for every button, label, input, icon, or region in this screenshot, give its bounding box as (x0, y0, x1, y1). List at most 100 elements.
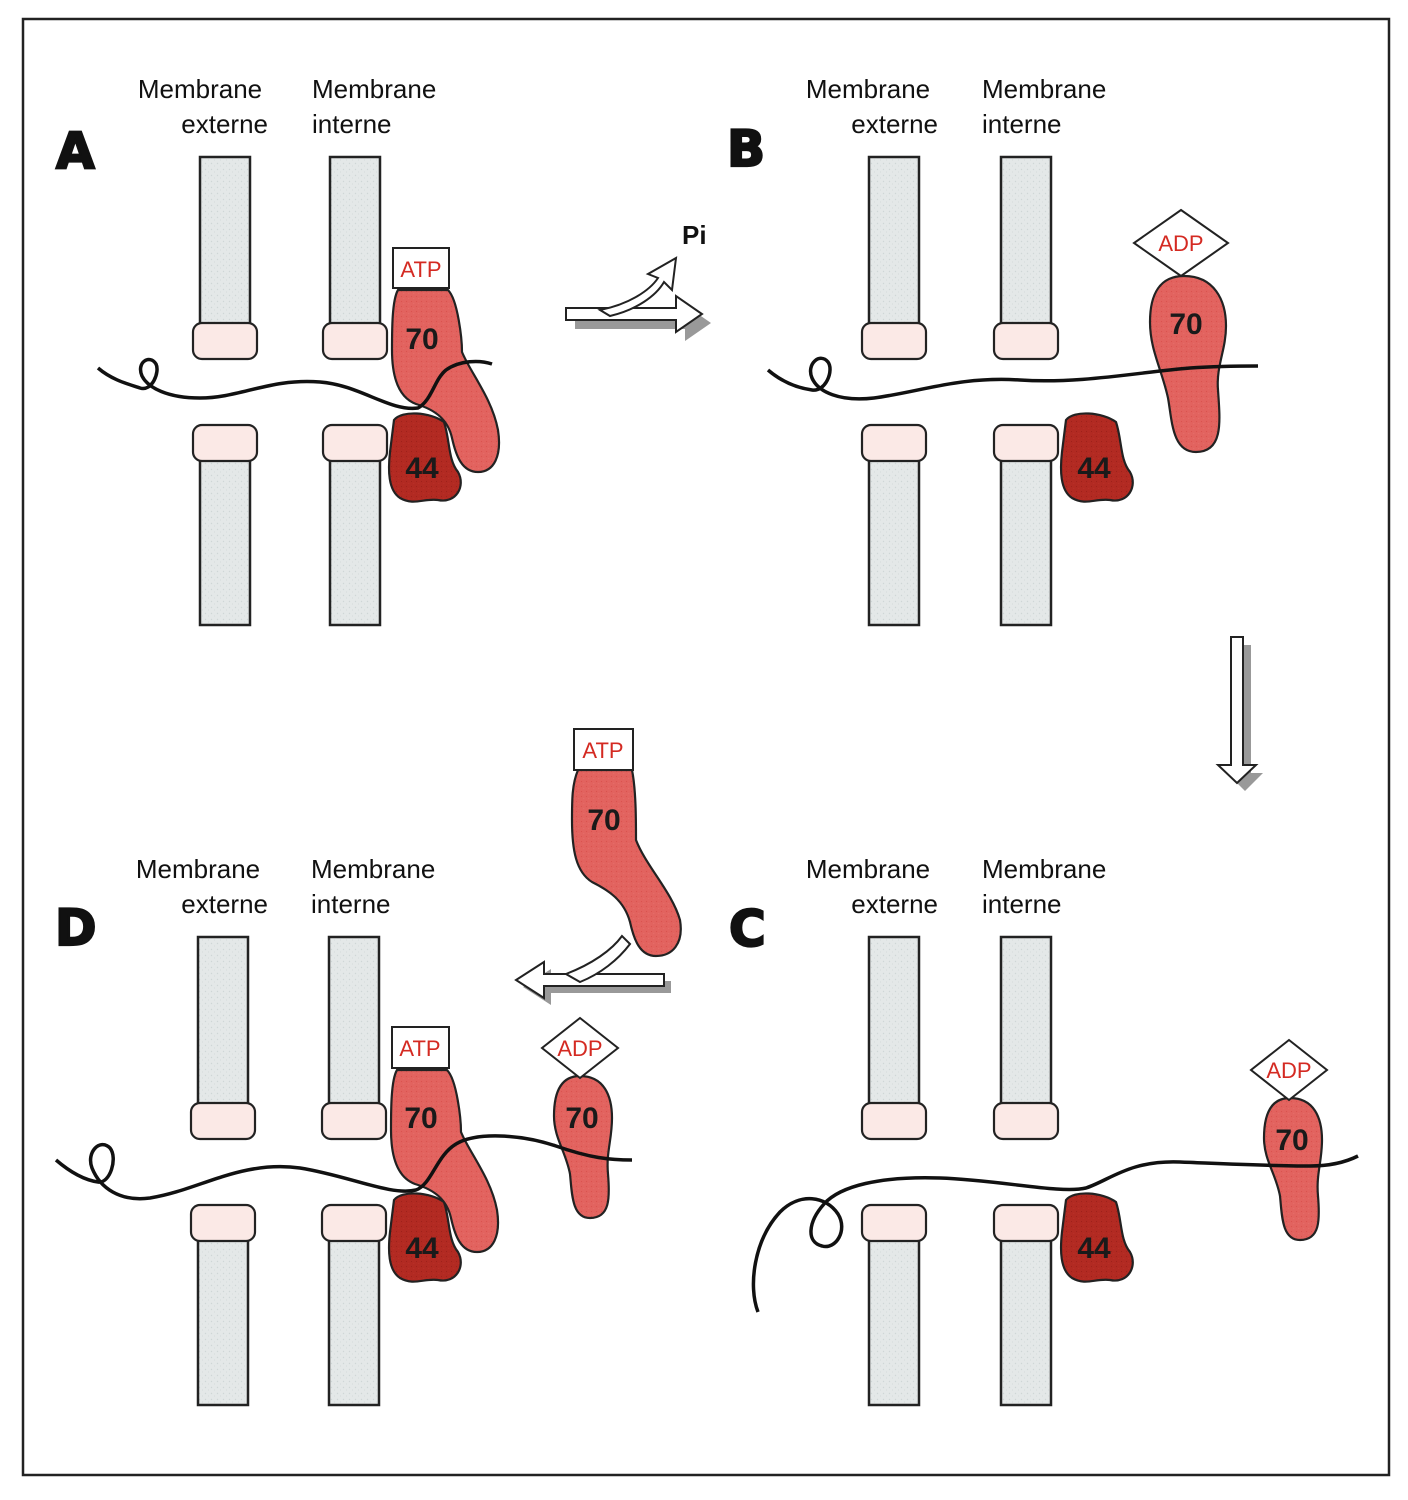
tim44-label-b: 44 (1077, 452, 1111, 485)
pore-cap-inner-bottom-c (992, 1203, 1060, 1243)
polypeptide-chain-d (54, 1134, 633, 1201)
arrow-a-to-b: Pi (565, 220, 711, 341)
outer-membrane-label-d: Membrane (136, 854, 260, 884)
atp-label-incoming: ATP (582, 738, 623, 763)
outer-membrane-lower-a (198, 453, 252, 627)
pore-cap-inner-top-b (992, 321, 1060, 361)
tim44-c (1059, 1192, 1134, 1283)
panel-letter-b: B (727, 120, 765, 178)
outer-membrane-upper-a (198, 155, 252, 329)
panel-letter-a: A (56, 122, 95, 180)
hsp70-label-c: 70 (1275, 1124, 1308, 1157)
tim44-a (387, 412, 462, 503)
inner-membrane-label-c: Membrane (982, 854, 1106, 884)
hsp70-bound-d (389, 1068, 500, 1254)
incoming-hsp70: 70 ATP (570, 728, 682, 958)
tim44-label-d: 44 (405, 1232, 439, 1265)
tim44-label-a: 44 (405, 452, 439, 485)
hsp70-released-label-d: 70 (565, 1102, 598, 1135)
arrow-ab-body (565, 294, 704, 334)
hsp70-c (1262, 1096, 1324, 1242)
outer-membrane-label-a-2: externe (181, 109, 268, 139)
figure-frame (21, 17, 1391, 1477)
panel-a: A Membrane externe Membrane interne 44 7… (55, 74, 501, 627)
pore-cap-inner-top-c (992, 1101, 1060, 1141)
pore-cap-outer-bottom-c (860, 1203, 928, 1243)
atp-box-a (392, 247, 450, 289)
outer-membrane-label-d-2: externe (181, 889, 268, 919)
inner-membrane-upper-b (999, 155, 1053, 329)
adp-diamond-d (540, 1016, 620, 1080)
outer-membrane-label-b: Membrane (806, 74, 930, 104)
pore-cap-outer-bottom-d (189, 1203, 257, 1243)
hsp70-label-a: 70 (405, 323, 438, 356)
tim44-label-c: 44 (1077, 1232, 1111, 1265)
pore-cap-outer-top-a (191, 321, 259, 361)
arrow-cd-branch (563, 934, 632, 984)
panel-d: D Membrane externe Membrane interne 44 7… (54, 854, 633, 1407)
arrow-ab-shadow (575, 305, 711, 341)
outer-membrane-label-c: Membrane (806, 854, 930, 884)
inner-membrane-upper-a (328, 155, 382, 329)
polypeptide-chain-c (751, 1154, 1359, 1313)
panel-b: B Membrane externe Membrane interne 44 7… (726, 74, 1259, 627)
arrow-b-to-c (1215, 636, 1263, 791)
polypeptide-chain-a (96, 357, 493, 411)
pore-cap-inner-top-a (321, 321, 389, 361)
pore-cap-outer-top-c (860, 1101, 928, 1141)
adp-label-d: ADP (557, 1036, 602, 1061)
outer-membrane-label-b-2: externe (851, 109, 938, 139)
pore-cap-inner-bottom-d (320, 1203, 388, 1243)
arrow-ab-branch (597, 256, 678, 318)
hsp70-label-incoming: 70 (587, 804, 620, 837)
hsp70-label-b: 70 (1169, 308, 1202, 341)
pore-cap-outer-top-b (860, 321, 928, 361)
polypeptide-chain-b (766, 356, 1259, 401)
outer-membrane-upper-c (867, 935, 921, 1109)
outer-membrane-lower-d (196, 1233, 250, 1407)
hsp70-b (1148, 274, 1228, 454)
inner-membrane-label-b-2: interne (982, 109, 1062, 139)
hsp70-incoming (570, 768, 682, 958)
adp-label-c: ADP (1266, 1058, 1311, 1083)
inner-membrane-lower-b (999, 453, 1053, 627)
inner-membrane-upper-d (327, 935, 381, 1109)
arrow-bc-shadow (1227, 645, 1263, 791)
inner-membrane-upper-c (999, 935, 1053, 1109)
pi-label: Pi (682, 220, 707, 250)
tim44-d (387, 1192, 462, 1283)
hsp70-bound-label-d: 70 (404, 1102, 437, 1135)
hsp70-released-d (552, 1074, 614, 1220)
inner-membrane-label-c-2: interne (982, 889, 1062, 919)
atp-box-d (391, 1026, 450, 1069)
outer-membrane-lower-c (867, 1233, 921, 1407)
atp-label-a: ATP (400, 257, 441, 282)
outer-membrane-lower-b (867, 453, 921, 627)
adp-diamond-c (1249, 1038, 1329, 1102)
inner-membrane-lower-a (328, 453, 382, 627)
arrow-bc-body (1215, 636, 1259, 785)
pore-cap-inner-bottom-b (992, 423, 1060, 463)
atp-box-incoming (573, 728, 634, 771)
inner-membrane-label-a-2: interne (312, 109, 392, 139)
hsp70-a (390, 288, 501, 474)
pore-cap-outer-bottom-b (860, 423, 928, 463)
adp-label-b: ADP (1158, 231, 1203, 256)
adp-diamond-b (1132, 208, 1230, 278)
arrow-c-to-d (514, 934, 671, 1005)
panel-letter-c: C (729, 900, 766, 958)
tim44-b (1059, 412, 1134, 503)
inner-membrane-lower-d (327, 1233, 381, 1407)
outer-membrane-upper-d (196, 935, 250, 1109)
panel-letter-d: D (55, 899, 97, 957)
pore-cap-inner-top-d (320, 1101, 388, 1141)
outer-membrane-label-c-2: externe (851, 889, 938, 919)
pore-cap-outer-bottom-a (191, 423, 259, 463)
inner-membrane-label-d-2: interne (311, 889, 391, 919)
inner-membrane-label-b: Membrane (982, 74, 1106, 104)
panel-c: C Membrane externe Membrane interne 44 7… (728, 854, 1359, 1407)
outer-membrane-label-a: Membrane (138, 74, 262, 104)
inner-membrane-label-a: Membrane (312, 74, 436, 104)
atp-label-d: ATP (399, 1036, 440, 1061)
